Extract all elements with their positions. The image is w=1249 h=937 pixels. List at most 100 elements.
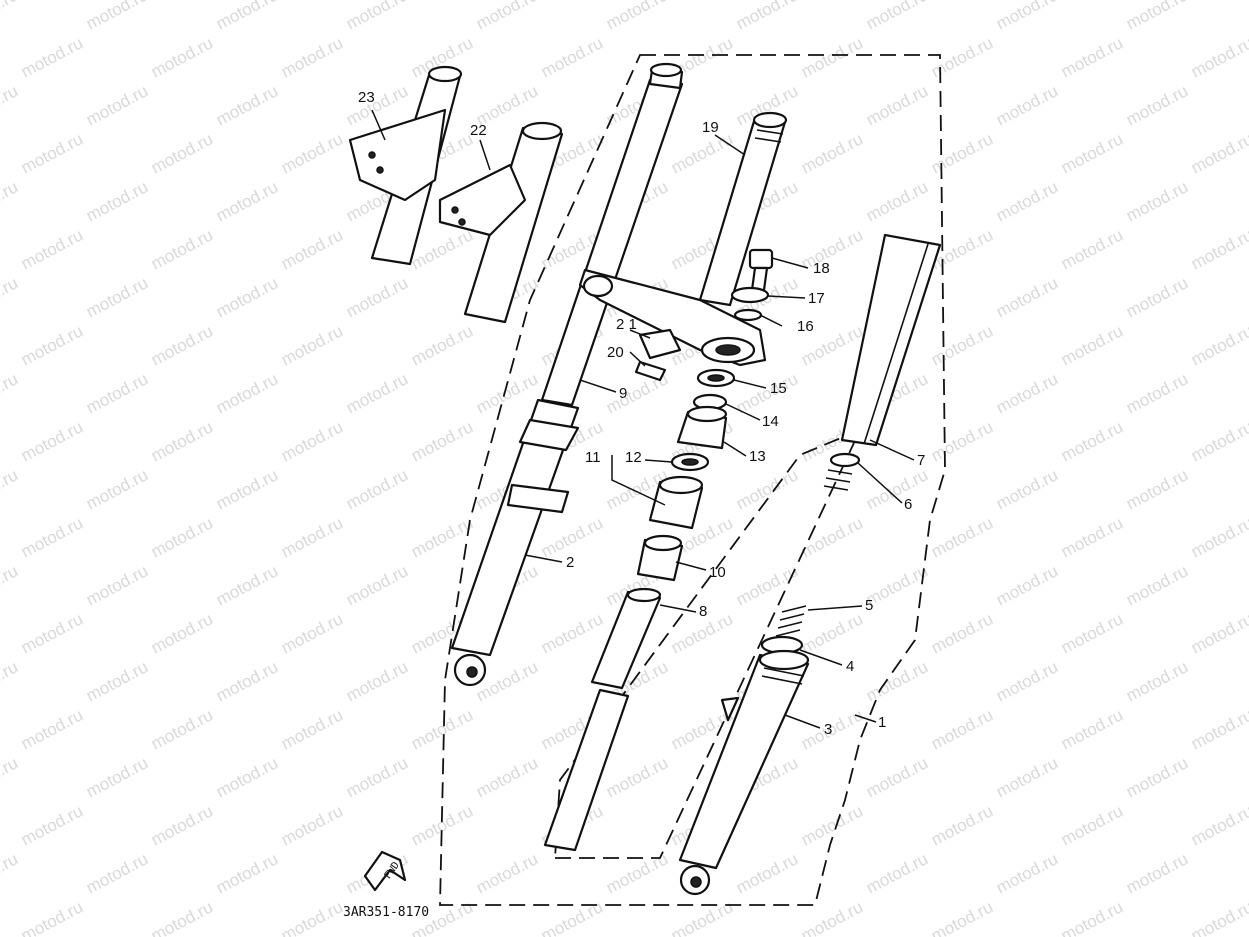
callout-11: 11 bbox=[585, 449, 601, 466]
watermark-text: motod.ru bbox=[0, 657, 21, 705]
watermark-text: motod.ru bbox=[798, 897, 866, 937]
watermark-text: motod.ru bbox=[1058, 417, 1126, 465]
watermark-text: motod.ru bbox=[278, 897, 346, 937]
watermark-text: motod.ru bbox=[83, 561, 151, 609]
part-20-bolt bbox=[634, 360, 667, 382]
watermark-text: motod.ru bbox=[18, 609, 86, 657]
watermark-text: motod.ru bbox=[1123, 369, 1191, 417]
callout-5: 5 bbox=[865, 597, 873, 614]
watermark-text: motod.ru bbox=[1123, 465, 1191, 513]
watermark-text: motod.ru bbox=[83, 273, 151, 321]
watermark-text: motod.ru bbox=[1058, 513, 1126, 561]
watermark-text: motod.ru bbox=[148, 513, 216, 561]
watermark-text: motod.ru bbox=[993, 753, 1061, 801]
watermark-text: motod.ru bbox=[1058, 705, 1126, 753]
watermark-text: motod.ru bbox=[408, 513, 476, 561]
part-16-washer bbox=[733, 308, 763, 322]
watermark-text: motod.ru bbox=[0, 849, 21, 897]
watermark-text: motod.ru bbox=[993, 657, 1061, 705]
watermark-text: motod.ru bbox=[18, 897, 86, 937]
watermark-text: motod.ru bbox=[278, 513, 346, 561]
watermark-text: motod.ru bbox=[1123, 753, 1191, 801]
watermark-text: motod.ru bbox=[148, 609, 216, 657]
watermark-text: motod.ru bbox=[18, 417, 86, 465]
part-10-bushing bbox=[636, 534, 684, 582]
watermark-text: motod.ru bbox=[603, 0, 671, 34]
watermark-text: motod.ru bbox=[18, 33, 86, 81]
watermark-text: motod.ru bbox=[1188, 705, 1249, 753]
callout-12: 12 bbox=[625, 449, 642, 466]
part-13-dust-seal bbox=[676, 405, 728, 450]
watermark-text: motod.ru bbox=[83, 177, 151, 225]
watermark-text: motod.ru bbox=[928, 33, 996, 81]
watermark-text: motod.ru bbox=[18, 129, 86, 177]
watermark-text: motod.ru bbox=[278, 609, 346, 657]
watermark-text: motod.ru bbox=[603, 753, 671, 801]
watermark-text: motod.ru bbox=[213, 753, 281, 801]
watermark-text: motod.ru bbox=[278, 417, 346, 465]
watermark-text: motod.ru bbox=[928, 897, 996, 937]
assembly-outline bbox=[439, 54, 946, 906]
watermark-text: motod.ru bbox=[343, 657, 411, 705]
watermark-text: motod.ru bbox=[83, 849, 151, 897]
watermark-text: motod.ru bbox=[0, 465, 21, 513]
watermark-text: motod.ru bbox=[343, 753, 411, 801]
watermark-text: motod.ru bbox=[863, 753, 931, 801]
callout-6: 6 bbox=[904, 496, 912, 513]
watermark-text: motod.ru bbox=[1123, 657, 1191, 705]
callout-2: 2 bbox=[566, 554, 574, 571]
watermark-text: motod.ru bbox=[993, 177, 1061, 225]
part-3-outer-tube bbox=[678, 649, 810, 896]
watermark-text: motod.ru bbox=[213, 561, 281, 609]
watermark-text: motod.ru bbox=[343, 369, 411, 417]
watermark-text: motod.ru bbox=[798, 513, 866, 561]
watermark-text: motod.ru bbox=[148, 705, 216, 753]
watermark-text: motod.ru bbox=[1058, 225, 1126, 273]
part-2-outer-tube bbox=[450, 398, 580, 687]
callout-18: 18 bbox=[813, 260, 830, 277]
callout-4: 4 bbox=[846, 658, 854, 675]
watermark-text: motod.ru bbox=[278, 321, 346, 369]
watermark-text: motod.ru bbox=[83, 657, 151, 705]
watermark-text: motod.ru bbox=[993, 465, 1061, 513]
watermark-text: motod.ru bbox=[863, 0, 931, 34]
watermark-text: motod.ru bbox=[1188, 129, 1249, 177]
watermark-text: motod.ru bbox=[83, 753, 151, 801]
watermark-text: motod.ru bbox=[993, 0, 1061, 34]
part-8-cylinder bbox=[543, 587, 662, 852]
watermark-text: motod.ru bbox=[213, 273, 281, 321]
watermark-text: motod.ru bbox=[993, 561, 1061, 609]
callout-15: 15 bbox=[770, 380, 787, 397]
watermark-text: motod.ru bbox=[148, 897, 216, 937]
watermark-text: motod.ru bbox=[278, 33, 346, 81]
watermark-text: motod.ru bbox=[473, 0, 541, 34]
watermark-text: motod.ru bbox=[148, 417, 216, 465]
part-21-clamp bbox=[638, 328, 682, 360]
callout-1: 1 bbox=[878, 714, 886, 731]
watermark-text: motod.ru bbox=[538, 897, 606, 937]
watermark-text: motod.ru bbox=[928, 609, 996, 657]
watermark-text: motod.ru bbox=[18, 321, 86, 369]
leader-lines bbox=[371, 109, 915, 729]
watermark-text: motod.ru bbox=[0, 369, 21, 417]
watermark-text: motod.ru bbox=[1058, 321, 1126, 369]
watermark-text: motod.ru bbox=[1188, 33, 1249, 81]
part-11-oil-seal bbox=[648, 475, 704, 530]
part-spacer-spring bbox=[823, 469, 853, 491]
watermark-text: motod.ru bbox=[733, 849, 801, 897]
watermark-text: motod.ru bbox=[0, 81, 21, 129]
watermark-text: motod.ru bbox=[148, 801, 216, 849]
watermark-text: motod.ru bbox=[928, 129, 996, 177]
watermark-text: motod.ru bbox=[993, 369, 1061, 417]
callout-8: 8 bbox=[699, 603, 707, 620]
watermark-text: motod.ru bbox=[1188, 513, 1249, 561]
watermark-text: motod.ru bbox=[538, 609, 606, 657]
watermark-text: motod.ru bbox=[83, 465, 151, 513]
part-6-spring-seat bbox=[829, 452, 861, 468]
watermark-text: motod.ru bbox=[213, 465, 281, 513]
watermark-text: motod.ru bbox=[863, 465, 931, 513]
watermark-text: motod.ru bbox=[993, 81, 1061, 129]
part-23-fork-cover-left bbox=[348, 65, 463, 266]
watermark-text: motod.ru bbox=[278, 801, 346, 849]
